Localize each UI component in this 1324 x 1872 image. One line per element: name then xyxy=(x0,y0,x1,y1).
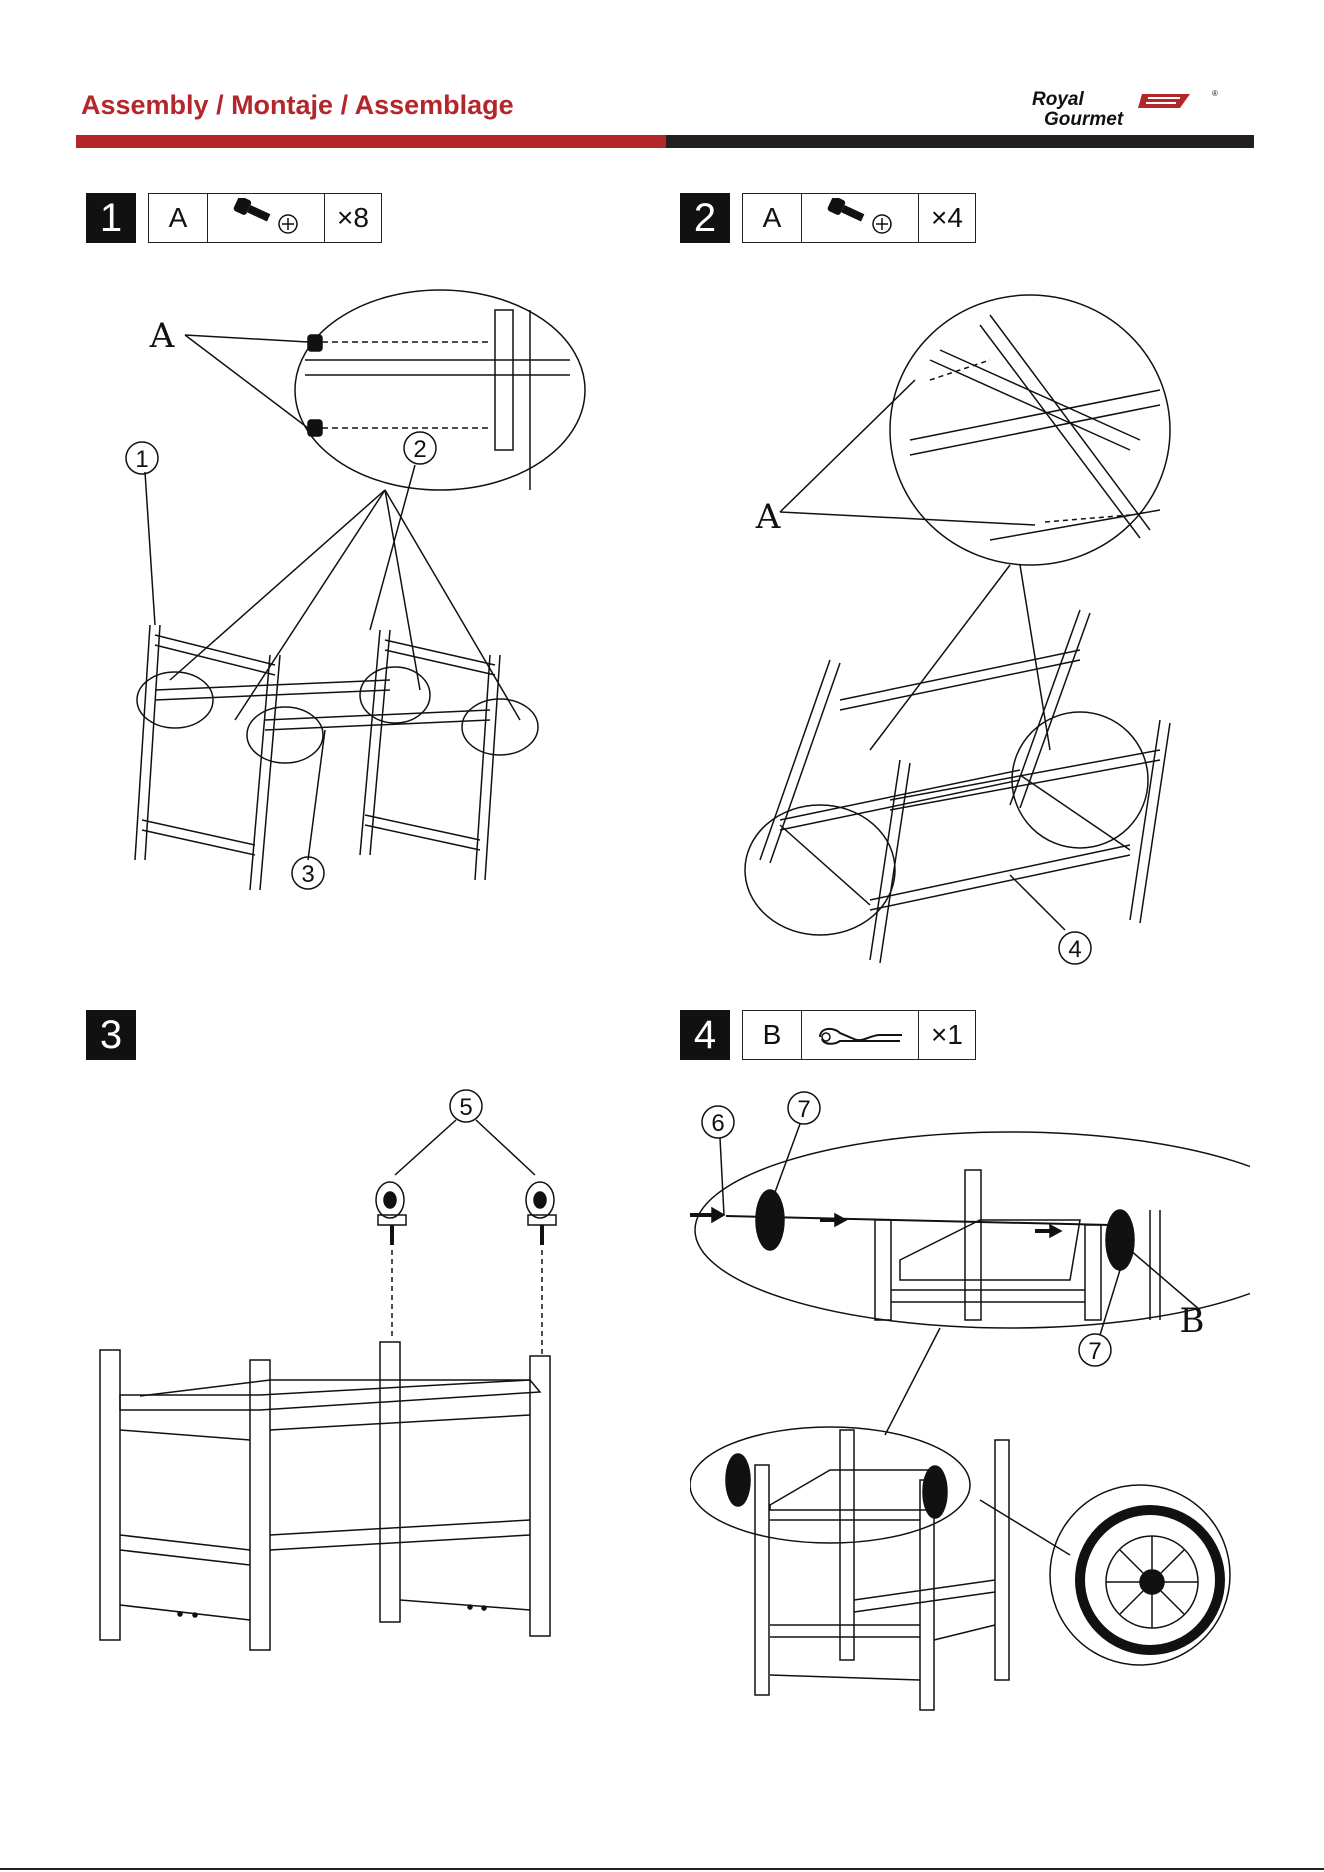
wheel-right xyxy=(1106,1210,1134,1270)
step-4-diagram: 6 7 7 B xyxy=(690,1080,1250,1720)
bolt-icon xyxy=(208,194,325,242)
callout-1: 1 xyxy=(135,446,148,473)
caster-left xyxy=(376,1182,406,1245)
part-letter: A xyxy=(149,194,208,242)
part-qty: ×4 xyxy=(919,194,975,242)
header-rule-dark xyxy=(666,135,1254,148)
registered-mark: ® xyxy=(1212,89,1218,98)
brand-line1: Royal xyxy=(1032,89,1084,110)
hitch-pin-icon xyxy=(802,1011,919,1059)
step-2-header: 2 A ×4 xyxy=(680,193,980,243)
callout-6: 6 xyxy=(711,1110,724,1137)
callout-2: 2 xyxy=(413,436,426,463)
step-4-header: 4 B ×1 xyxy=(680,1010,980,1060)
zoom-circle xyxy=(295,290,585,490)
step-number: 4 xyxy=(680,1010,730,1060)
part-qty: ×8 xyxy=(325,194,381,242)
callout-3: 3 xyxy=(301,861,314,888)
bolt-icon xyxy=(802,194,919,242)
callout-5: 5 xyxy=(459,1094,472,1121)
step-1-diagram: A 1 2 3 xyxy=(90,280,610,920)
callout-4: 4 xyxy=(1068,936,1081,963)
wheel-left xyxy=(756,1190,784,1250)
part-qty: ×1 xyxy=(919,1011,975,1059)
label-a: A xyxy=(149,316,175,356)
parts-box: B ×1 xyxy=(742,1010,976,1060)
label-a: A xyxy=(755,497,781,537)
page-title: Assembly / Montaje / Assemblage xyxy=(81,90,514,121)
parts-box: A ×4 xyxy=(742,193,976,243)
callout-7b: 7 xyxy=(1088,1338,1101,1365)
step-2-diagram: A 4 xyxy=(690,280,1230,980)
brand-flag-icon xyxy=(1138,94,1190,108)
part-letter: B xyxy=(743,1011,802,1059)
brand-line2: Gourmet xyxy=(1044,109,1124,128)
brand-logo: Royal Gourmet ® xyxy=(1030,88,1230,128)
header-rule-red xyxy=(76,135,666,148)
step-number: 1 xyxy=(86,193,136,243)
step-3-header: 3 xyxy=(86,1010,146,1060)
step-number: 3 xyxy=(86,1010,136,1060)
parts-box: A ×8 xyxy=(148,193,382,243)
step-1-header: 1 A ×8 xyxy=(86,193,386,243)
callout-7a: 7 xyxy=(797,1096,810,1123)
step-3-diagram: 5 xyxy=(80,1080,600,1660)
label-b: B xyxy=(1180,1301,1205,1341)
part-letter: A xyxy=(743,194,802,242)
step-number: 2 xyxy=(680,193,730,243)
footer-rule xyxy=(0,1868,1324,1870)
caster-right xyxy=(526,1182,556,1245)
